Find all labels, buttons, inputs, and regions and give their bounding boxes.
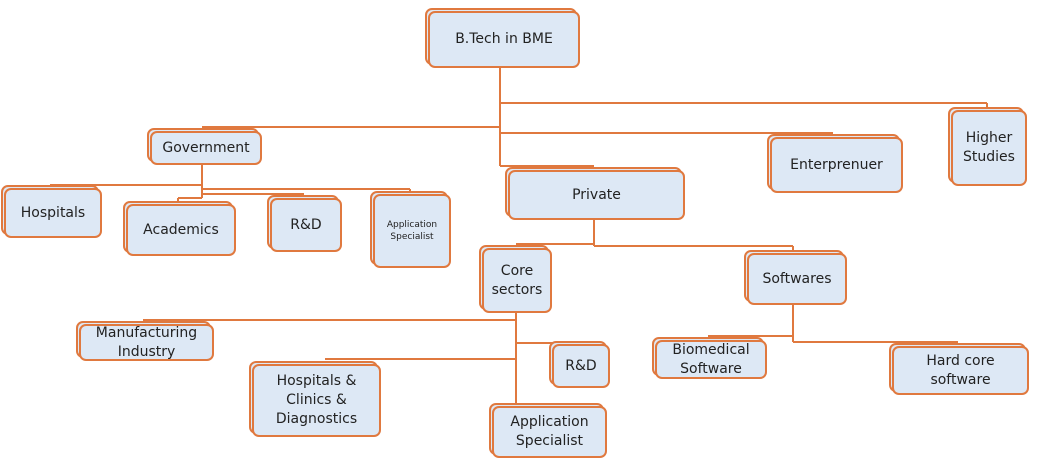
node-label: R&D [565,357,597,374]
node-label: Softwares [762,270,832,287]
node-gov-academics[interactable]: Academics [123,201,236,256]
node-root[interactable]: B.Tech in BME [425,8,580,68]
node-label: Hospitals [20,204,86,221]
node-biomedical-software[interactable]: Biomedical Software [652,337,767,379]
node-hospitals-clinics[interactable]: Hospitals & Clinics & Diagnostics [249,361,381,437]
node-softwares[interactable]: Softwares [744,250,847,305]
node-label: Higher Studies [963,130,1015,165]
node-label: Enterprenuer [790,156,883,173]
node-private[interactable]: Private [505,167,685,220]
node-label: B.Tech in BME [455,31,553,47]
node-label: Private [572,186,621,203]
node-label: Application Specialist [386,220,438,242]
node-gov-rnd[interactable]: R&D [267,195,342,252]
node-label: Government [162,139,250,156]
node-gov-hospitals[interactable]: Hospitals [1,185,102,238]
node-hardcore-software[interactable]: Hard core software [889,343,1029,395]
node-core-sectors[interactable]: Core sectors [479,245,552,313]
node-core-rnd[interactable]: R&D [549,341,610,388]
node-government[interactable]: Government [147,128,262,165]
node-label: Academics [143,221,219,238]
node-higher-studies[interactable]: Higher Studies [948,107,1027,186]
node-core-app-specialist[interactable]: Application Specialist [489,403,607,458]
node-gov-app-specialist[interactable]: Application Specialist [370,191,451,268]
node-label: Biomedical Software [672,341,750,377]
node-manufacturing[interactable]: Manufacturing Industry [76,321,214,361]
node-label: R&D [290,216,322,233]
node-label: Application Specialist [510,414,589,449]
node-label: Hospitals & Clinics & Diagnostics [275,373,358,427]
node-label: Hard core software [926,352,995,388]
node-entrepreneur[interactable]: Enterprenuer [767,134,903,193]
node-label: Core sectors [491,262,543,298]
node-label: Manufacturing Industry [95,324,198,360]
